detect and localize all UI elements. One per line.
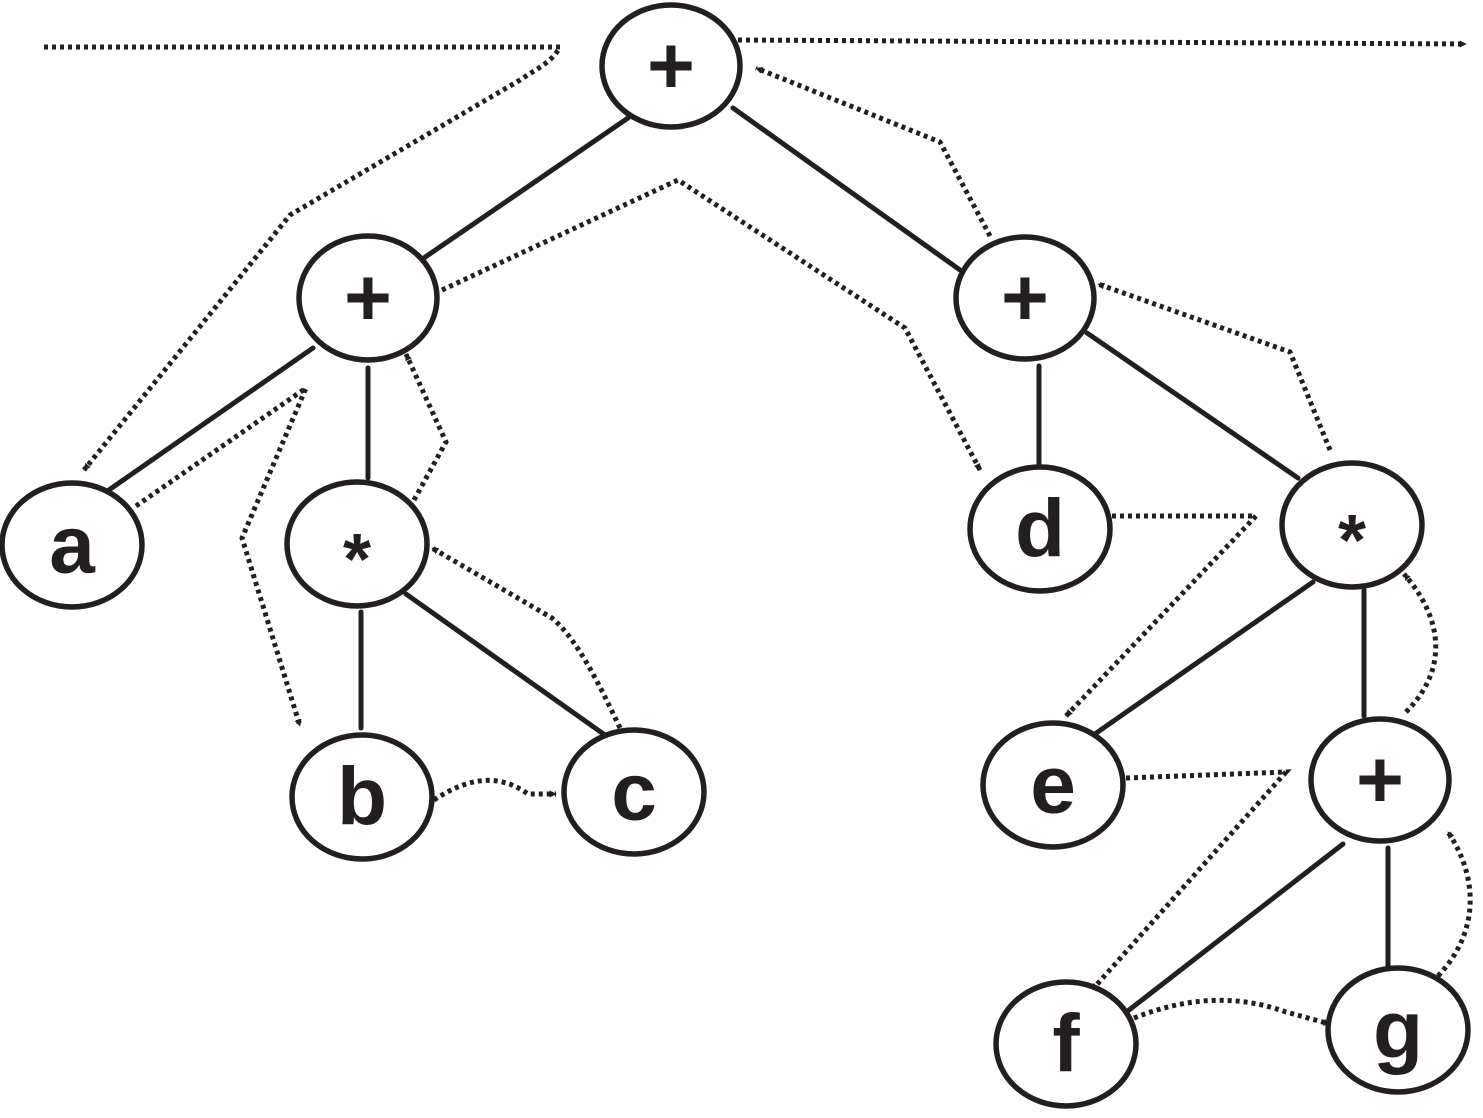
traversal-f-to-g [1133, 997, 1331, 1027]
node-leaf-a-label: a [49, 500, 96, 591]
node-plus-right: + [953, 234, 1097, 362]
traversal-e-to-f [1090, 769, 1292, 992]
node-root: + [599, 2, 743, 130]
traversal-b-to-c [432, 777, 557, 803]
edge-mul-right-e [1089, 579, 1316, 739]
traversal-path [44, 37, 1473, 1027]
node-leaf-g: g [1325, 965, 1471, 1095]
traversal-exit-line [737, 37, 1467, 48]
traversal-c-to-mul-left [430, 545, 623, 730]
tree-edges [103, 105, 1391, 1027]
traversal-plus-lower-to-mul-right [1402, 572, 1439, 714]
node-leaf-d: d [967, 464, 1113, 594]
node-leaf-c: c [561, 727, 707, 857]
edge-plus-lower-f [1108, 841, 1346, 1027]
node-leaf-c-label: c [611, 747, 657, 838]
node-mul-left-label: * [343, 520, 371, 600]
node-leaf-f: f [993, 979, 1139, 1109]
node-leaf-a: a [0, 480, 145, 610]
node-root-label: + [647, 21, 695, 112]
node-plus-lower-label: + [1356, 735, 1404, 826]
traversal-mul-left-to-plus-left [403, 352, 449, 502]
traversal-plus-left-to-d [440, 177, 983, 472]
node-leaf-g-label: g [1373, 985, 1423, 1076]
node-plus-left: + [296, 233, 440, 363]
node-plus-right-label: + [1001, 253, 1049, 344]
edge-root-plus-right [730, 105, 963, 273]
edge-mul-left-c [403, 591, 615, 743]
node-leaf-f-label: f [1052, 999, 1080, 1090]
node-mul-left: * [284, 479, 430, 609]
node-leaf-e: e [980, 720, 1126, 850]
node-mul-right-label: * [1338, 501, 1366, 581]
node-leaf-e-label: e [1030, 740, 1076, 831]
node-leaf-d-label: d [1015, 484, 1065, 575]
traversal-g-to-plus-lower [1436, 830, 1473, 978]
traversal-entry-line [44, 44, 565, 472]
edge-root-plus-left [415, 115, 631, 265]
traversal-plus-right-to-root [755, 65, 993, 238]
edge-plus-left-a [103, 345, 316, 495]
traversal-mul-right-to-plus-right [1097, 281, 1333, 451]
node-plus-left-label: + [344, 253, 392, 344]
edge-plus-right-mul-right [1084, 330, 1301, 481]
node-leaf-b: b [289, 732, 435, 862]
node-mul-right: * [1279, 460, 1425, 590]
node-plus-lower: + [1308, 716, 1452, 844]
traversal-a-to-b [134, 380, 312, 727]
traversal-d-to-e [1064, 513, 1262, 718]
node-leaf-b-label: b [337, 752, 387, 843]
